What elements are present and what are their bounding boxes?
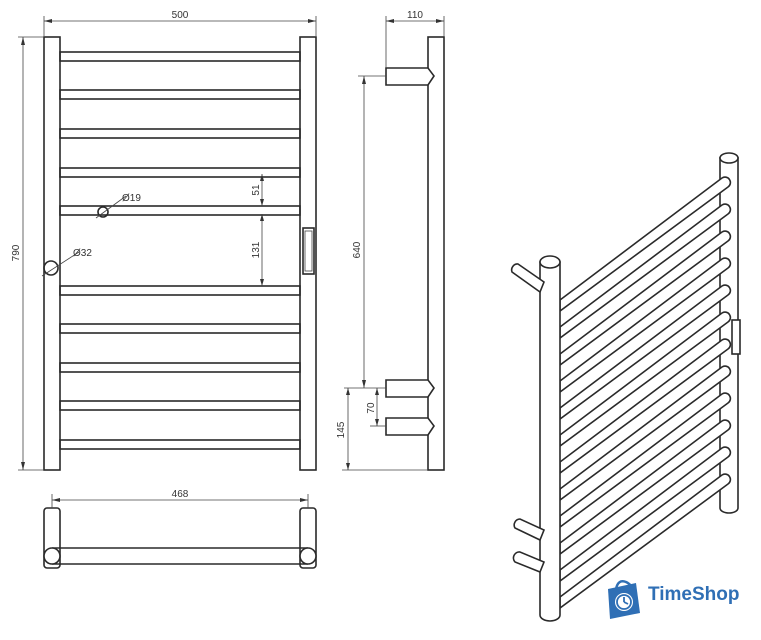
iso-bar-12 [559, 473, 732, 610]
iso-bar-11 [559, 446, 732, 583]
iso-bar-10 [559, 419, 732, 556]
dim-inner-width-label: 468 [172, 489, 189, 500]
iso-bar-2 [559, 203, 732, 340]
dim-height-total-label: 790 [11, 244, 22, 261]
iso-bar-7 [559, 338, 732, 475]
iso-bar-1 [559, 176, 732, 313]
side-view [385, 36, 445, 471]
switch-box [302, 227, 315, 275]
iso-switch [731, 319, 741, 355]
iso-bar-4 [559, 257, 732, 394]
dim-mount-offset-label: 70 [366, 402, 377, 414]
logo-text: TimeShop [648, 584, 740, 605]
mount-bottom [385, 417, 435, 436]
front-view [41, 36, 317, 471]
timeshop-logo: TimeShop [598, 575, 756, 623]
dim-bar-gap-small: 51 [251, 174, 264, 206]
side-post [427, 36, 445, 471]
front-bars [59, 51, 301, 450]
top-view [43, 507, 317, 569]
front-bar-6 [59, 285, 301, 296]
post-circle [43, 260, 59, 276]
post-diameter-label: Ø32 [73, 248, 92, 259]
front-bar-3 [59, 128, 301, 139]
dim-bottom-offset: 145 [336, 388, 428, 471]
shopping-bag-clock-icon [608, 580, 640, 619]
mount-middle [385, 379, 435, 398]
dim-depth: 110 [385, 10, 445, 68]
front-bar-8 [59, 362, 301, 373]
left-post [43, 36, 61, 471]
isometric-view [510, 152, 741, 622]
iso-bar-3 [559, 230, 732, 367]
front-bar-4 [59, 167, 301, 178]
front-bar-7 [59, 323, 301, 334]
iso-bar-6 [559, 311, 732, 448]
dim-mount-span-label: 640 [352, 241, 363, 258]
bar-diameter-label: Ø19 [122, 193, 141, 204]
dim-mount-span: 640 [344, 75, 386, 389]
iso-bar-5 [559, 284, 732, 421]
dim-mount-offset: 70 [366, 388, 386, 427]
iso-bar-8 [559, 365, 732, 502]
iso-mount-top [510, 263, 545, 294]
dim-width-total: 500 [43, 10, 317, 36]
iso-mount-bottom [512, 551, 546, 574]
bar-circle [97, 206, 109, 218]
dim-width-total-label: 500 [172, 10, 189, 21]
dim-bottom-offset-label: 145 [336, 421, 347, 438]
dim-bar-gap-large: 131 [251, 214, 264, 286]
dim-height-total: 790 [11, 36, 44, 471]
dim-inner-width: 468 [51, 489, 309, 508]
iso-front-post [539, 261, 561, 622]
front-bar-2 [59, 89, 301, 100]
switch-inner [304, 230, 313, 272]
front-bar-1 [59, 51, 301, 62]
front-bar-9 [59, 400, 301, 411]
front-bar-5 [59, 205, 301, 216]
front-bar-10 [59, 439, 301, 450]
mount-top [385, 67, 435, 86]
iso-bar-9 [559, 392, 732, 529]
dim-bar-gap-small-label: 51 [251, 184, 262, 196]
right-post [299, 36, 317, 471]
iso-mount-middle [513, 518, 546, 542]
dim-bar-gap-large-label: 131 [251, 241, 262, 258]
iso-bars [559, 176, 732, 610]
dim-depth-label: 110 [407, 10, 423, 21]
